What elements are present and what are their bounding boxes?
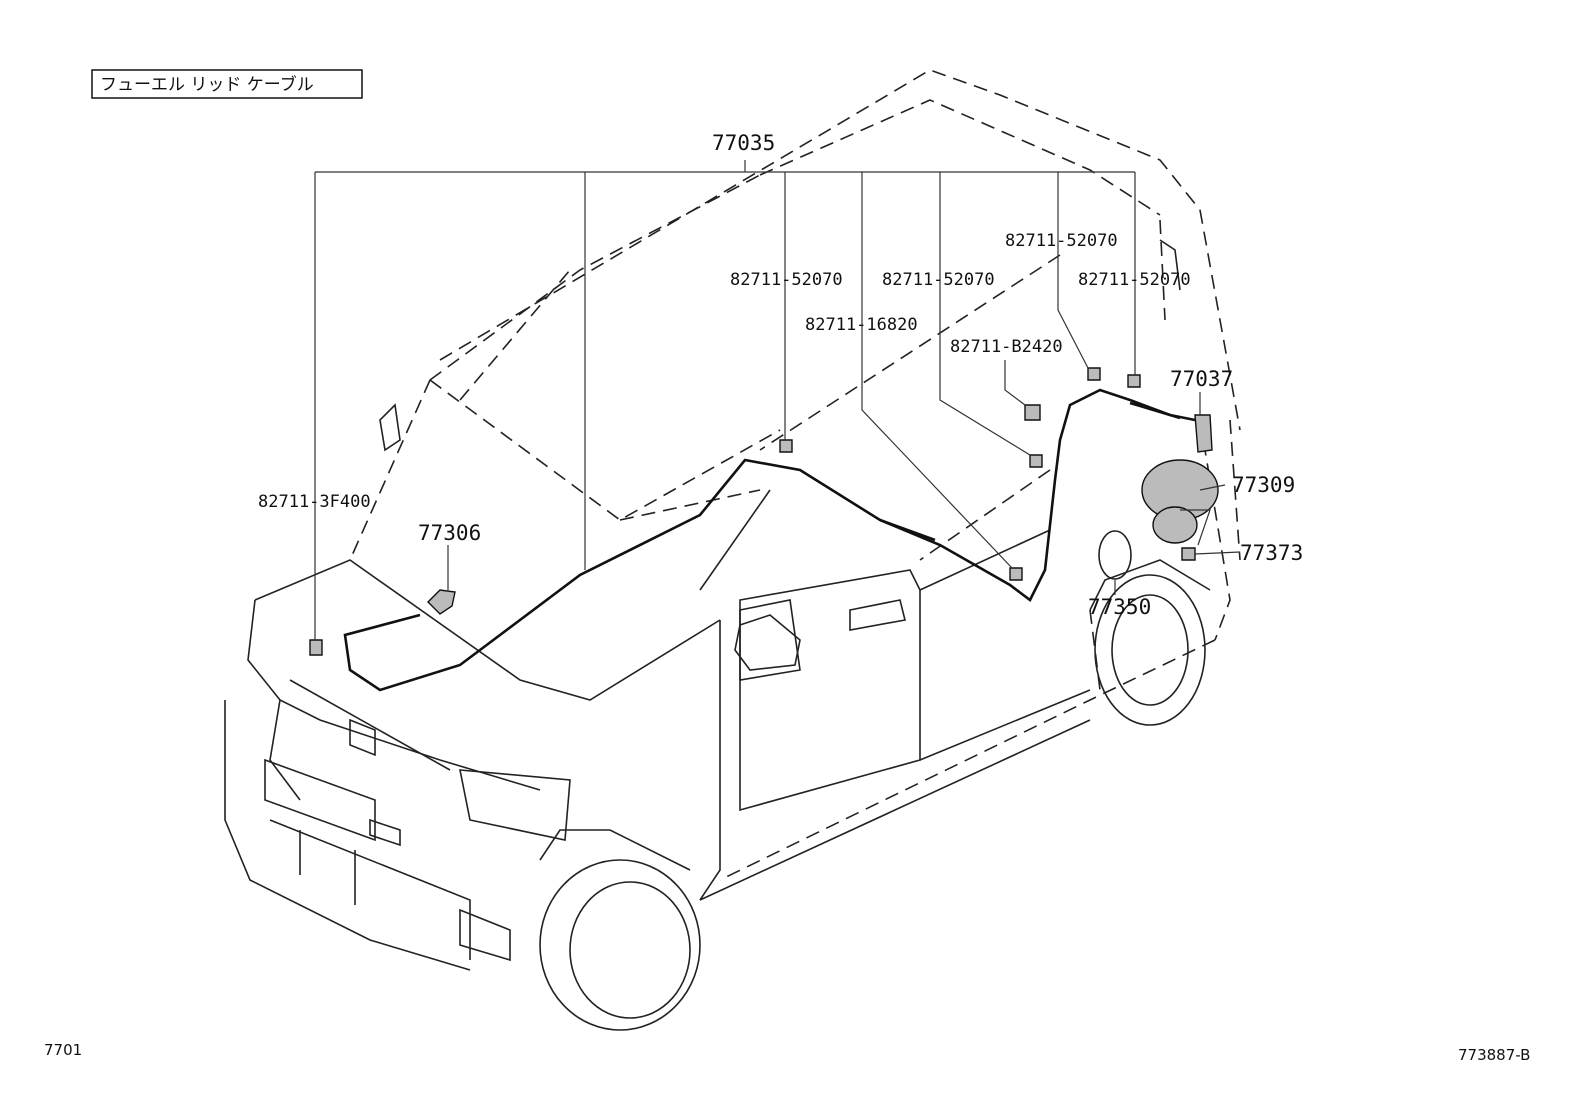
clip-82711-52070-d — [1127, 374, 1141, 388]
title-text: フューエル リッド ケーブル — [100, 74, 314, 95]
parts — [309, 367, 1219, 656]
clip-82711-52070-c — [1087, 367, 1101, 381]
label-clip-d: 82711-52070 — [1078, 270, 1191, 290]
cable-route — [343, 388, 1196, 692]
clip-82711-B2420 — [1024, 404, 1041, 421]
label-clip-c: 82711-52070 — [1005, 231, 1118, 251]
footer-left: 7701 — [44, 1041, 82, 1059]
callout-leaders — [314, 160, 1241, 640]
label-clip-a: 82711-52070 — [730, 270, 843, 290]
label-77035: 77035 — [712, 131, 775, 155]
lock-77037 — [1194, 414, 1213, 453]
opener-lever-77306 — [427, 589, 456, 615]
labels: 77035 82711-52070 82711-52070 82711-5207… — [258, 131, 1303, 619]
label-clip-f: 82711-B2420 — [950, 337, 1063, 357]
label-77309: 77309 — [1232, 473, 1295, 497]
label-clip-e: 82711-16820 — [805, 315, 918, 335]
clip-82711-16820 — [1009, 567, 1023, 581]
footer-right: 773887-B — [1458, 1046, 1530, 1064]
label-77037: 77037 — [1170, 367, 1233, 391]
title-box: フューエル リッド ケーブル — [91, 69, 363, 99]
label-77306: 77306 — [418, 521, 481, 545]
label-clip-b: 82711-52070 — [882, 270, 995, 290]
clip-82711-3F400 — [309, 639, 323, 656]
fuel-lid-77350 — [1098, 530, 1132, 580]
vehicle-outline — [224, 69, 1241, 1031]
footer: 7701 773887-B — [44, 1041, 1530, 1064]
part-77373 — [1181, 547, 1196, 561]
clip-82711-52070-b — [1029, 454, 1043, 468]
label-77373: 77373 — [1240, 541, 1303, 565]
label-77350: 77350 — [1088, 595, 1151, 619]
label-clip-g: 82711-3F400 — [258, 492, 371, 512]
clip-82711-52070-a — [779, 439, 793, 453]
